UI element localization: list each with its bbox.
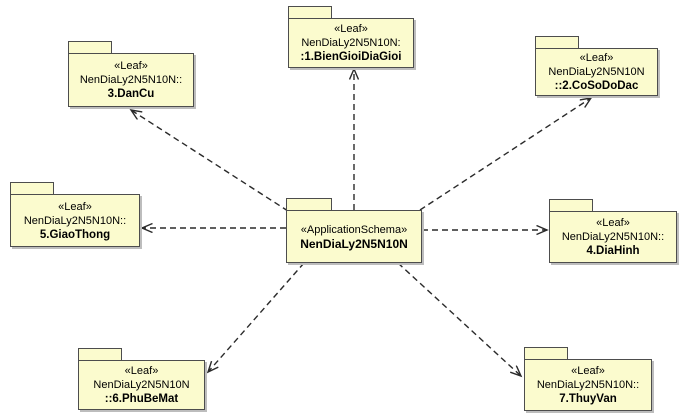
stereotype-label: «Leaf» bbox=[579, 52, 614, 64]
stereotype-label: «Leaf» bbox=[596, 217, 630, 229]
package-name: 4.DiaHinh bbox=[586, 245, 640, 257]
package-body: «Leaf» NenDiaLy2N5N10N ::6.PhuBeMat bbox=[78, 360, 205, 410]
package-body: «Leaf» NenDiaLy2N5N10N:: 4.DiaHinh bbox=[549, 211, 677, 263]
package-nendialy2n5n10n-schema: «ApplicationSchema» NenDiaLy2N5N10N bbox=[286, 198, 422, 263]
package-diahinh: «Leaf» NenDiaLy2N5N10N:: 4.DiaHinh bbox=[549, 199, 677, 263]
package-name: 7.ThuyVan bbox=[559, 393, 617, 405]
package-name: NenDiaLy2N5N10N bbox=[300, 236, 408, 251]
package-dancu: «Leaf» NenDiaLy2N5N10N:: 3.DanCu bbox=[68, 41, 194, 107]
package-body: «ApplicationSchema» NenDiaLy2N5N10N bbox=[286, 210, 422, 263]
package-thuyvan: «Leaf» NenDiaLy2N5N10N:: 7.ThuyVan bbox=[524, 347, 652, 411]
stereotype-label: «Leaf» bbox=[58, 200, 92, 213]
package-phubemat: «Leaf» NenDiaLy2N5N10N ::6.PhuBeMat bbox=[78, 348, 205, 410]
package-name: :1.BienGioiDiaGioi bbox=[300, 51, 402, 63]
package-name: ::2.CoSoDoDac bbox=[554, 80, 639, 92]
stereotype-label: «Leaf» bbox=[124, 365, 159, 377]
package-qualifier: NenDiaLy2N5N10N bbox=[93, 379, 190, 391]
package-body: «Leaf» NenDiaLy2N5N10N ::2.CoSoDoDac bbox=[535, 48, 658, 96]
package-biengioidiagioi: «Leaf» NenDiaLy2N5N10N: :1.BienGioiDiaGi… bbox=[288, 6, 414, 68]
package-qualifier: NenDiaLy2N5N10N:: bbox=[79, 74, 183, 86]
dependency-arrow-to-phubemat bbox=[208, 262, 305, 372]
stereotype-label: «ApplicationSchema» bbox=[300, 223, 408, 236]
package-body: «Leaf» NenDiaLy2N5N10N:: 5.GiaoThong bbox=[10, 194, 140, 247]
package-giaothong: «Leaf» NenDiaLy2N5N10N:: 5.GiaoThong bbox=[10, 182, 140, 247]
package-qualifier: NenDiaLy2N5N10N:: bbox=[23, 214, 127, 227]
dependency-arrow-to-thuyvan bbox=[397, 262, 521, 376]
package-qualifier: NenDiaLy2N5N10N: bbox=[301, 37, 401, 49]
package-name: ::6.PhuBeMat bbox=[104, 393, 179, 405]
package-qualifier: NenDiaLy2N5N10N:: bbox=[561, 231, 665, 243]
package-cosododac: «Leaf» NenDiaLy2N5N10N ::2.CoSoDoDac bbox=[535, 36, 658, 96]
package-qualifier: NenDiaLy2N5N10N:: bbox=[536, 379, 640, 391]
package-name: 5.GiaoThong bbox=[39, 228, 111, 241]
stereotype-label: «Leaf» bbox=[334, 23, 368, 35]
package-body: «Leaf» NenDiaLy2N5N10N: :1.BienGioiDiaGi… bbox=[288, 18, 414, 68]
stereotype-label: «Leaf» bbox=[114, 60, 148, 72]
package-qualifier: NenDiaLy2N5N10N bbox=[548, 66, 645, 78]
dependency-arrow-to-dancu bbox=[131, 110, 289, 212]
package-name: 3.DanCu bbox=[107, 88, 155, 100]
stereotype-label: «Leaf» bbox=[571, 365, 605, 377]
dependency-arrow-to-cosododac bbox=[419, 98, 591, 211]
package-body: «Leaf» NenDiaLy2N5N10N:: 7.ThuyVan bbox=[524, 359, 652, 411]
package-body: «Leaf» NenDiaLy2N5N10N:: 3.DanCu bbox=[68, 53, 194, 107]
